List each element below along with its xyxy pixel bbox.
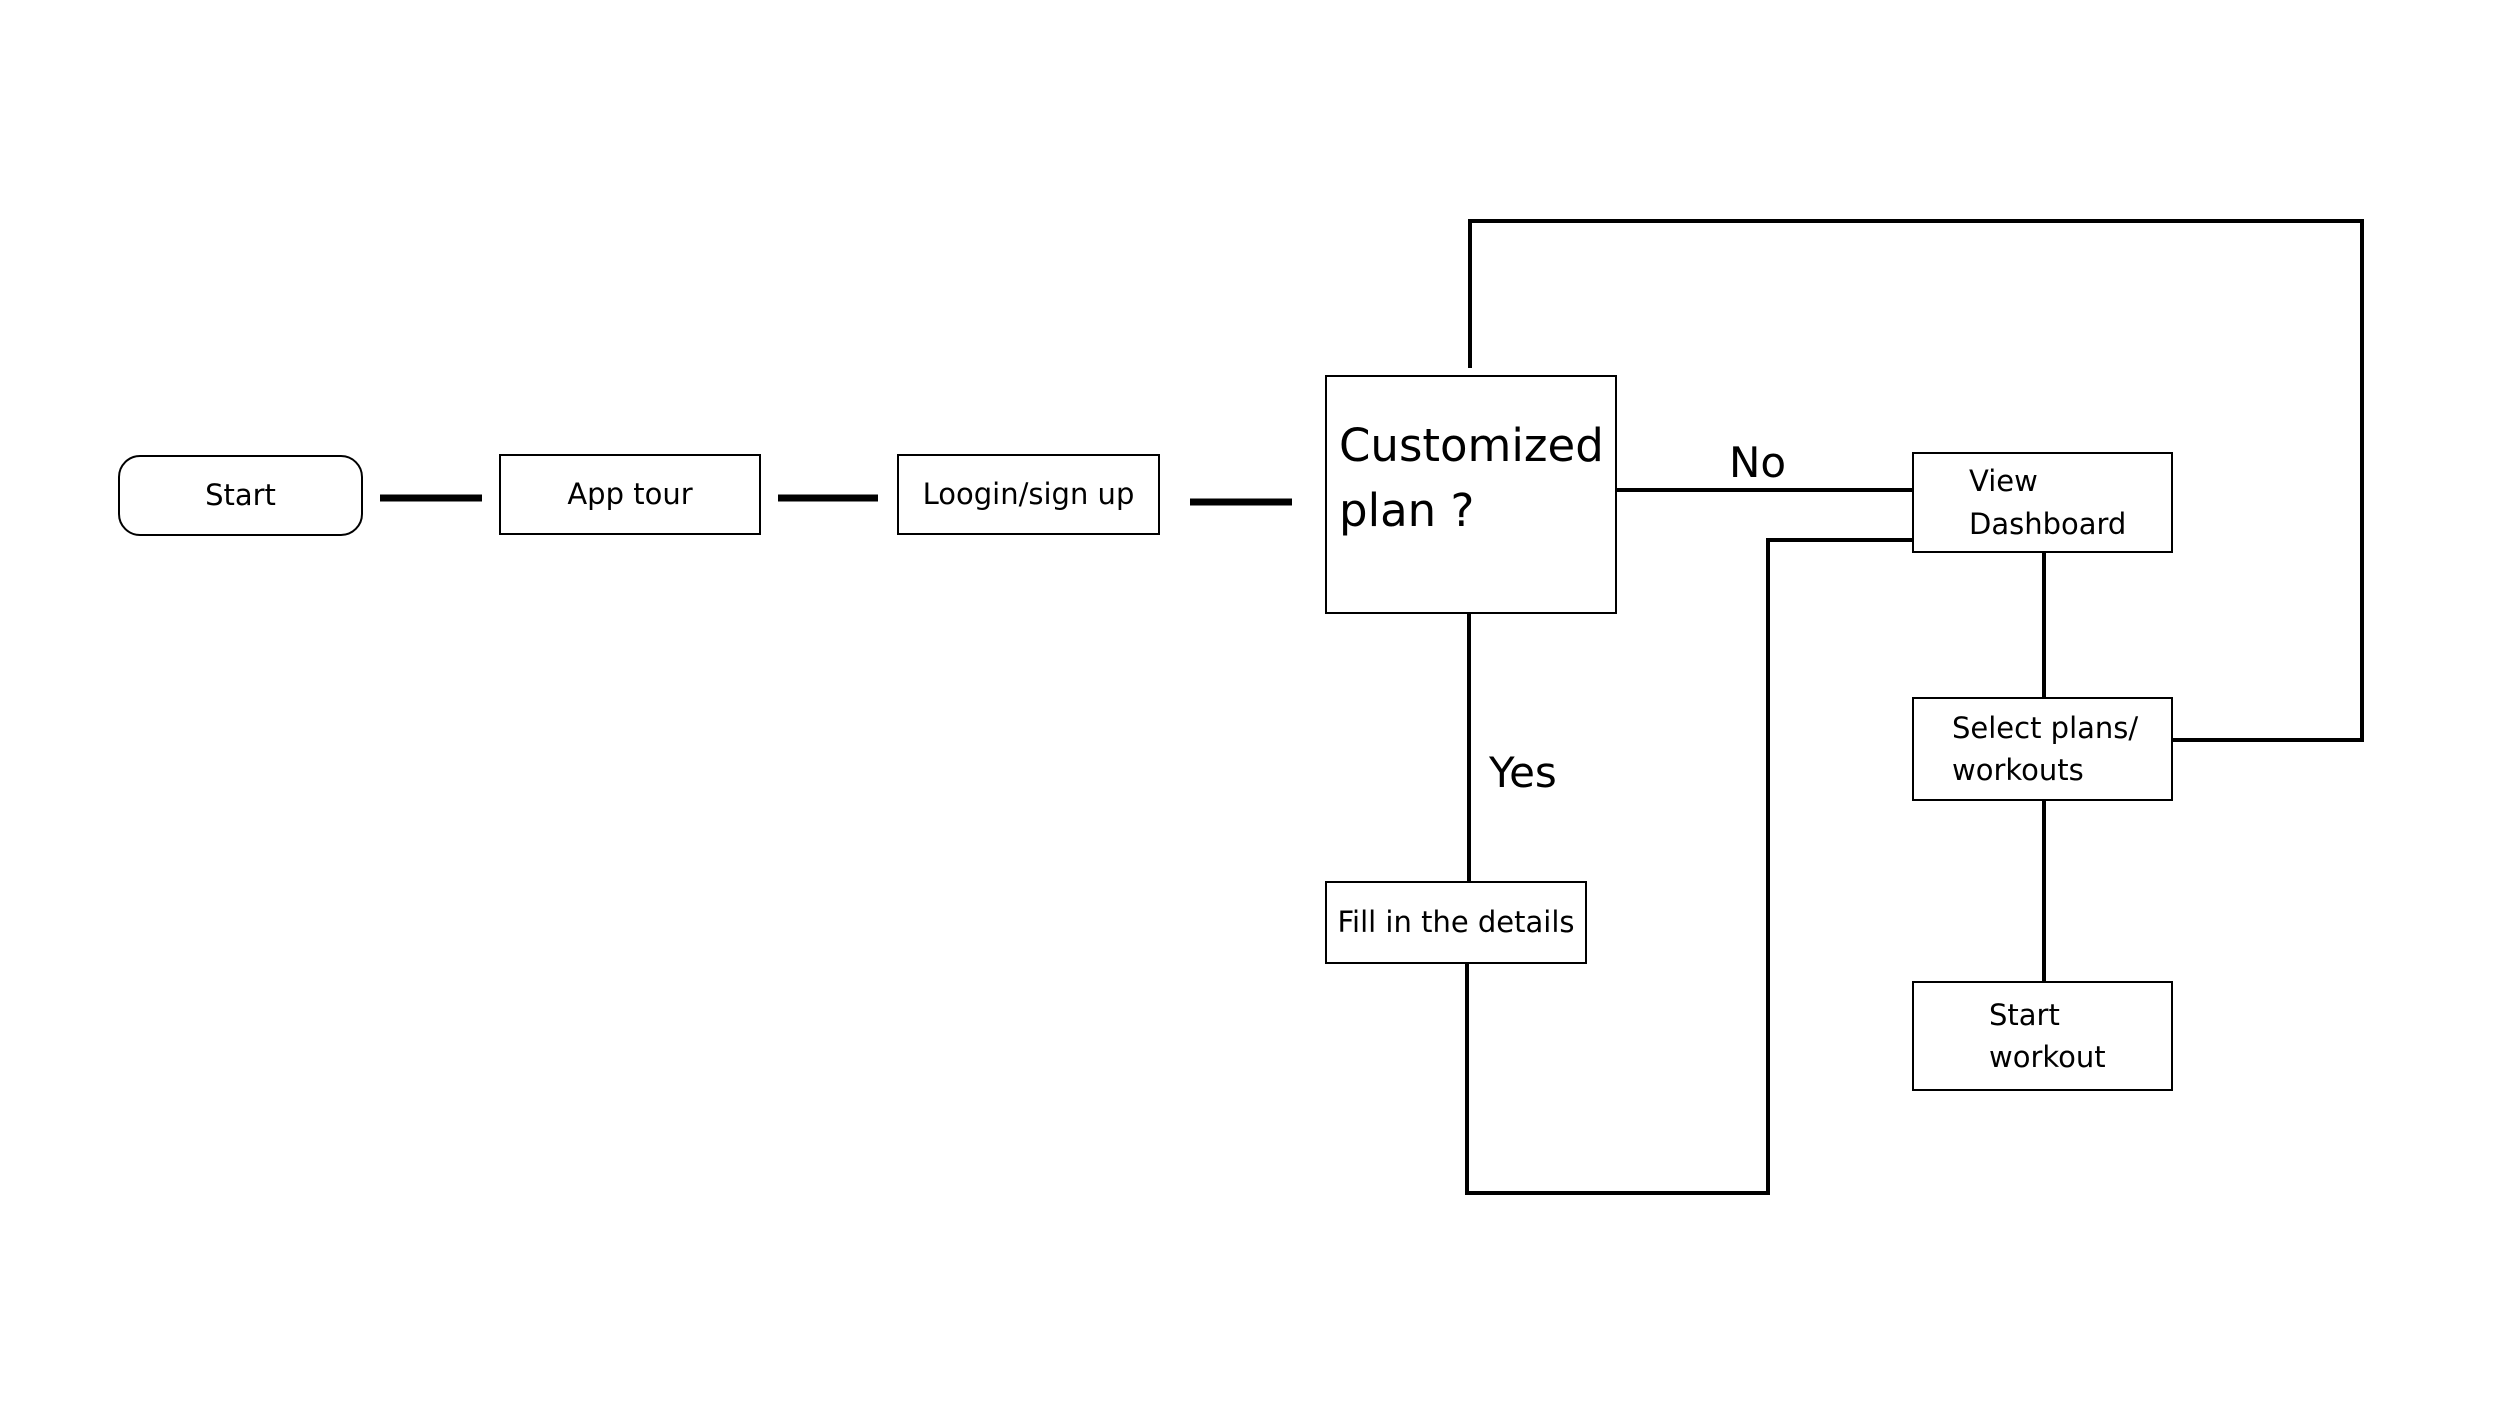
start-node-label: Start — [205, 478, 276, 513]
connector-details-to-dashboard — [1465, 538, 1914, 1195]
select-plans-line-2: workouts — [1952, 753, 2084, 787]
app-tour-node: App tour — [499, 454, 761, 535]
select-plans-line-1: Select plans/ — [1952, 710, 2139, 745]
login-signup-label: Loogin/sign up — [922, 477, 1135, 512]
start-workout-line-1: Start — [1989, 997, 2060, 1032]
start-node: Start — [118, 455, 363, 536]
app-tour-label: App tour — [567, 477, 693, 512]
view-dashboard-line-2: Dashboard — [1969, 506, 2127, 541]
fill-details-label: Fill in the details — [1337, 905, 1575, 940]
view-dashboard-node: View Dashboard — [1912, 452, 2173, 553]
select-plans-node: Select plans/ workouts — [1912, 697, 2173, 801]
view-dashboard-line-1: View — [1969, 464, 2038, 499]
yes-branch-label: Yes — [1489, 748, 1557, 797]
start-workout-node: Start workout — [1912, 981, 2173, 1091]
decision-line-2: plan ? — [1339, 484, 1475, 538]
customized-plan-decision: Customized plan ? — [1325, 375, 1617, 614]
login-signup-node: Loogin/sign up — [897, 454, 1160, 535]
fill-details-node: Fill in the details — [1325, 881, 1587, 964]
start-workout-line-2: workout — [1989, 1040, 2106, 1074]
no-branch-label: No — [1729, 438, 1787, 487]
decision-line-1: Customized — [1339, 419, 1604, 472]
connector-select-to-decision — [1468, 219, 2364, 742]
